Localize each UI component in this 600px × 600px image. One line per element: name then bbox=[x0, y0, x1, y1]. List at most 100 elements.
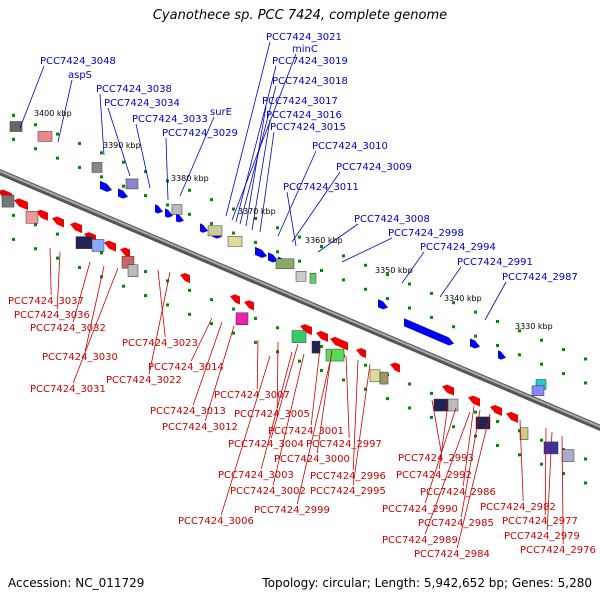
reverse-gene-arrow bbox=[356, 347, 366, 359]
tick-dot bbox=[540, 362, 543, 366]
upper-gene-label: PCC7424_2994 bbox=[420, 242, 496, 253]
lower-leader-line bbox=[546, 431, 553, 531]
tick-dot bbox=[122, 160, 125, 164]
tick-dot bbox=[12, 237, 15, 241]
tick-dot bbox=[166, 279, 169, 283]
tick-dot bbox=[562, 348, 565, 352]
gene-block bbox=[91, 162, 103, 173]
tick-dot bbox=[144, 270, 147, 274]
gene-block bbox=[325, 348, 345, 362]
upper-gene-label: PCC7424_3038 bbox=[96, 84, 172, 95]
tick-dot bbox=[584, 481, 587, 485]
lower-leader-line bbox=[345, 355, 350, 439]
gene-features bbox=[0, 121, 575, 462]
reverse-gene-arrow bbox=[70, 222, 82, 234]
kbp-label: 3340 kbp bbox=[444, 294, 482, 303]
lower-gene-label: PCC7424_3022 bbox=[106, 375, 182, 386]
upper-gene-label: PCC7424_2998 bbox=[388, 228, 464, 239]
tick-dot bbox=[452, 325, 455, 329]
kbp-label: 3390 kbp bbox=[103, 141, 141, 150]
tick-dot bbox=[584, 457, 587, 461]
label-leader-lines bbox=[19, 41, 564, 549]
kbp-label: 3400 kbp bbox=[34, 109, 72, 118]
lower-gene-label: PCC7424_3000 bbox=[274, 454, 350, 465]
lower-gene-label: PCC7424_2995 bbox=[310, 486, 386, 497]
tick-dot bbox=[320, 245, 323, 249]
gene-block bbox=[309, 273, 317, 284]
lower-leader-line bbox=[310, 347, 321, 426]
upper-leader-line bbox=[135, 123, 151, 189]
tick-dot bbox=[474, 334, 477, 338]
lower-leader-line bbox=[296, 361, 331, 505]
lower-leader-line bbox=[561, 435, 564, 545]
forward-gene-arrow bbox=[118, 188, 128, 199]
tick-dot bbox=[298, 359, 301, 363]
gene-block bbox=[475, 416, 491, 430]
lower-gene-label: PCC7424_2989 bbox=[382, 535, 458, 546]
tick-dot bbox=[188, 212, 191, 216]
tick-dot bbox=[496, 443, 499, 447]
lower-leader-line bbox=[544, 427, 547, 516]
lower-leader-line bbox=[49, 247, 52, 296]
lower-gene-label: PCC7424_3037 bbox=[8, 296, 84, 307]
lower-leader-line bbox=[157, 269, 166, 338]
lower-gene-label: PCC7424_3036 bbox=[14, 310, 90, 321]
gene-block bbox=[295, 271, 307, 282]
accession-text: Accession: NC_011729 bbox=[8, 576, 145, 590]
upper-gene-label: PCC7424_3034 bbox=[104, 98, 180, 109]
tick-dot bbox=[56, 156, 59, 160]
tick-dot bbox=[320, 345, 323, 349]
tick-dot bbox=[34, 147, 37, 151]
lower-gene-label: PCC7424_3005 bbox=[234, 409, 310, 420]
lower-gene-label: PCC7424_3002 bbox=[230, 486, 306, 497]
upper-leader-line bbox=[259, 131, 275, 233]
gene-block bbox=[207, 225, 223, 237]
tick-dot bbox=[364, 287, 367, 291]
upper-gene-labels: PCC7424_3048aspSPCC7424_3038PCC7424_3034… bbox=[40, 32, 578, 283]
lower-leader-line bbox=[190, 317, 213, 362]
lower-gene-label: PCC7424_3031 bbox=[30, 384, 106, 395]
lower-leader-line bbox=[456, 413, 491, 549]
lower-leader-line bbox=[204, 325, 235, 422]
lower-leader-line bbox=[438, 403, 449, 470]
tick-dot bbox=[232, 331, 235, 335]
forward-gene-arrow bbox=[498, 350, 506, 360]
upper-gene-label: PCC7424_3016 bbox=[266, 110, 342, 121]
gene-block bbox=[291, 330, 307, 343]
forward-gene-arrow bbox=[255, 246, 267, 258]
tick-dot bbox=[254, 316, 257, 320]
gene-block bbox=[561, 449, 575, 462]
tick-dot bbox=[386, 297, 389, 301]
tick-dot bbox=[100, 151, 103, 155]
tick-dot bbox=[540, 462, 543, 466]
upper-leader-line bbox=[235, 65, 277, 223]
tick-dot bbox=[100, 251, 103, 255]
upper-leader-line bbox=[291, 171, 341, 243]
forward-gene-arrow bbox=[470, 338, 480, 349]
upper-gene-label: PCC7424_3011 bbox=[283, 182, 359, 193]
tick-dot bbox=[78, 141, 81, 145]
lower-gene-label: PCC7424_2986 bbox=[420, 487, 496, 498]
forward-gene-arrow bbox=[165, 208, 173, 218]
reverse-gene-arrow bbox=[104, 240, 116, 252]
tick-dot bbox=[298, 259, 301, 263]
tick-dot bbox=[320, 269, 323, 273]
lower-leader-line bbox=[462, 405, 475, 487]
map-title: Cyanothece sp. PCC 7424, complete genome bbox=[152, 8, 448, 23]
reverse-gene-arrow bbox=[300, 324, 312, 336]
reverse-gene-arrow bbox=[14, 198, 28, 211]
lower-gene-label: PCC7424_2977 bbox=[502, 516, 578, 527]
upper-gene-label: PCC7424_2991 bbox=[457, 257, 533, 268]
upper-leader-line bbox=[439, 266, 462, 298]
lower-leader-line bbox=[431, 399, 442, 453]
tick-dot bbox=[232, 231, 235, 235]
upper-gene-label: PCC7424_2987 bbox=[502, 272, 578, 283]
lower-gene-label: PCC7424_3006 bbox=[178, 516, 254, 527]
lower-leader-line bbox=[220, 355, 271, 516]
upper-gene-label: PCC7424_3029 bbox=[162, 128, 238, 139]
tick-dot bbox=[562, 372, 565, 376]
lower-gene-labels: PCC7424_3037PCC7424_3036PCC7424_3032PCC7… bbox=[8, 296, 596, 560]
upper-leader-line bbox=[341, 237, 393, 263]
tick-dot bbox=[210, 298, 213, 302]
lower-leader-line bbox=[260, 351, 293, 470]
